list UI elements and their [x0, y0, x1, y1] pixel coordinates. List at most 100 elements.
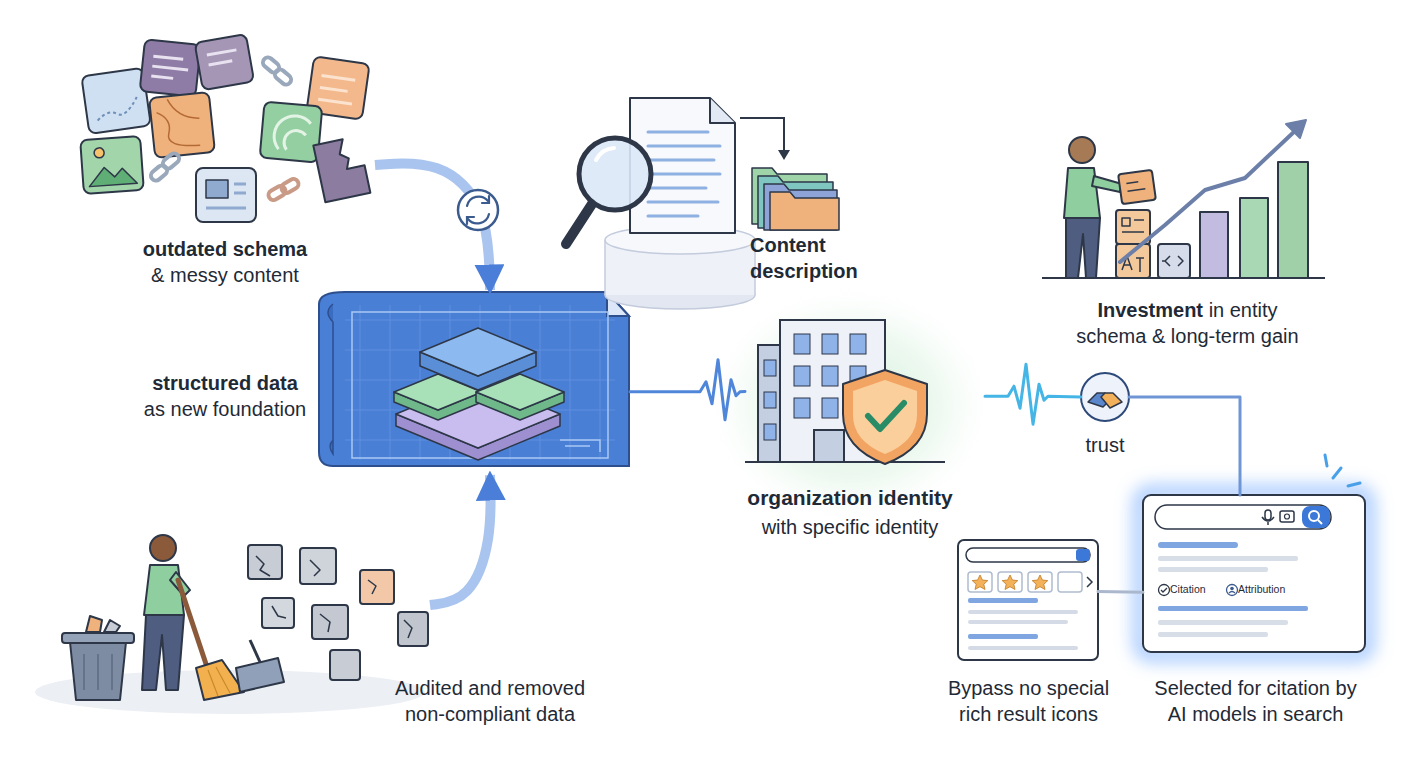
- content-tiles: [313, 136, 370, 202]
- ai-search-browser: [1140, 455, 1368, 655]
- investment-illustration: [1158, 244, 1190, 278]
- cleanup-illustration: [84, 654, 112, 690]
- ai-search-browser: [1158, 542, 1238, 548]
- rich-result-browser: [968, 572, 1082, 592]
- document-search-illustration: [605, 240, 755, 295]
- cleanup-illustration: [70, 642, 126, 700]
- organization-building: [868, 403, 904, 429]
- content-tiles: [88, 165, 137, 186]
- blueprint-illustration: [420, 328, 536, 376]
- ai-search-browser: [1227, 585, 1238, 596]
- content-tiles: [313, 136, 370, 202]
- node-heading: outdated schema: [95, 237, 355, 263]
- flow-arrow: [430, 475, 491, 605]
- cleanup-illustration: [86, 616, 102, 632]
- refresh-icon: [482, 196, 489, 203]
- pulse-connector: [985, 364, 1081, 424]
- ai-search-browser: [1229, 592, 1235, 594]
- blueprint-illustration: [319, 292, 629, 466]
- ai-search-browser: [1158, 606, 1308, 611]
- document-search-illustration: [605, 281, 755, 309]
- cleanup-illustration: [208, 667, 230, 696]
- content-tiles: [140, 39, 201, 97]
- ai-search-browser: [1302, 506, 1330, 528]
- cleanup-illustration: [398, 612, 428, 646]
- node-heading: Content description: [750, 233, 885, 284]
- trust-node: trust: [1081, 373, 1129, 421]
- ai-search-browser: [1158, 620, 1288, 625]
- content-tiles: [140, 39, 201, 97]
- cleanup-illustration: [236, 658, 284, 692]
- blueprint-illustration: [394, 328, 564, 460]
- blueprint-illustration: [394, 374, 482, 410]
- organization-building: [822, 334, 838, 354]
- rich-result-browser: [966, 548, 1090, 562]
- investment-illustration: [1069, 137, 1095, 163]
- document-search-illustration: [740, 118, 784, 154]
- document-search-illustration: [605, 226, 755, 254]
- blueprint-illustration: [420, 352, 536, 390]
- content-tiles: [95, 97, 139, 121]
- content-description-node: Content description: [560, 90, 850, 290]
- rich-result-browser: [1058, 572, 1082, 592]
- ai-search-browser: [1159, 585, 1170, 596]
- refresh-icon: [467, 217, 474, 224]
- content-tiles: [151, 56, 189, 80]
- cleanup-illustration: [360, 570, 394, 604]
- cleanup-illustration: [35, 535, 428, 714]
- investment-illustration: [1240, 198, 1268, 278]
- structured-data-node: structured dataas new foundation: [130, 290, 630, 475]
- content-tiles: [81, 68, 150, 134]
- content-tiles: [80, 136, 144, 194]
- content-tiles: [161, 151, 181, 170]
- cleanup-node: Audited and removed non-compliant data: [50, 515, 430, 715]
- cleanup-illustration: [250, 640, 260, 662]
- investment-illustration: [1042, 277, 1325, 279]
- content-tiles: [280, 177, 301, 195]
- organization-building: [700, 280, 1000, 530]
- organization-building: [764, 392, 776, 408]
- organization-building: [822, 398, 838, 418]
- content-tiles: [196, 168, 256, 222]
- node-text: & messy content: [95, 263, 355, 289]
- node-text: as new foundation: [125, 397, 325, 423]
- document-search-illustration: [605, 240, 755, 295]
- ai-search-browser: [1265, 510, 1271, 520]
- content-cluster-node: outdated schema& messy content: [75, 35, 375, 285]
- blueprint-illustration: [352, 312, 608, 458]
- ai-search-browser: [1285, 514, 1290, 519]
- document-search-illustration: [596, 148, 614, 160]
- node-heading: Audited and removed non-compliant data: [380, 676, 600, 727]
- trust-handshake-icon: [1081, 373, 1129, 421]
- organization-building: [814, 430, 844, 462]
- document-search-illustration: [566, 204, 592, 244]
- cleanup-illustration: [104, 620, 120, 632]
- ai-search-browser: [1230, 587, 1234, 591]
- trust-handshake-icon: [1088, 393, 1111, 407]
- cleanup-illustration: [262, 598, 294, 628]
- content-tiles: [207, 50, 238, 65]
- blueprint-illustration: [560, 440, 600, 452]
- cleanup-illustration: [144, 565, 184, 615]
- content-tiles: [80, 136, 144, 194]
- investment-illustration: [1042, 120, 1325, 278]
- content-tiles: [195, 34, 255, 90]
- content-tiles: [149, 92, 215, 158]
- blueprint-illustration: [345, 305, 615, 460]
- document-search-illustration: [778, 150, 790, 160]
- cleanup-illustration: [312, 605, 348, 639]
- node-text: Attribution: [1238, 583, 1308, 596]
- rich-result-browser: [972, 575, 988, 589]
- rich-result-browser: [1002, 575, 1018, 589]
- rich-result-browser: [968, 598, 1038, 603]
- investment-illustration: [1116, 210, 1150, 244]
- cleanup-illustration: [256, 556, 412, 638]
- investment-illustration: [1286, 120, 1306, 138]
- content-tiles: [273, 67, 293, 86]
- content-tiles: [206, 180, 228, 198]
- elbow-connector: [1129, 397, 1240, 495]
- content-tiles: [149, 163, 169, 182]
- organization-building: [843, 370, 927, 464]
- content-tiles: [261, 55, 281, 74]
